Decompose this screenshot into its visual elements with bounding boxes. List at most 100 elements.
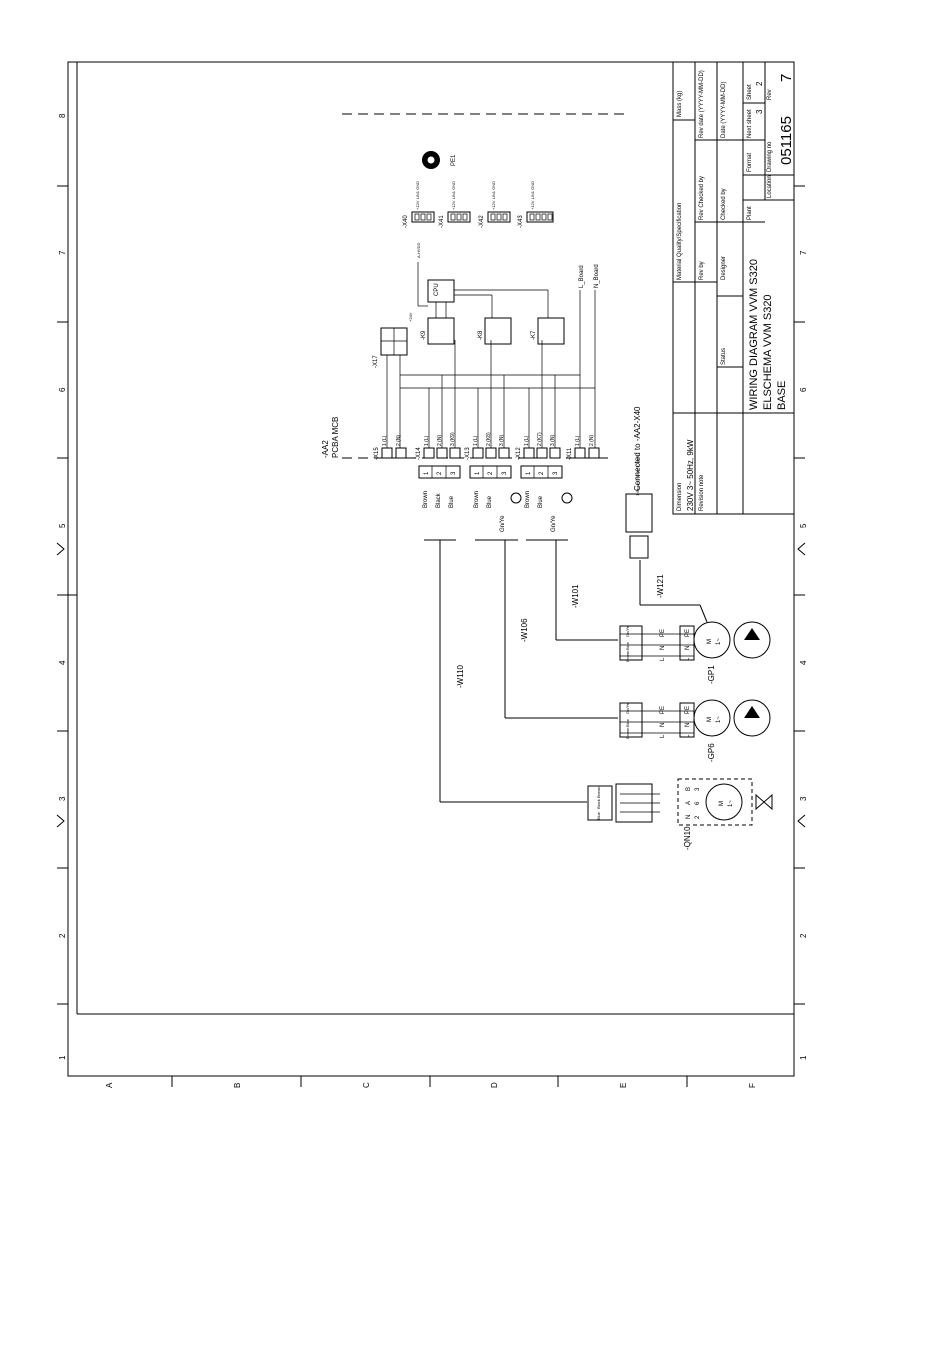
ground-icon [510,492,522,504]
board-subtitle-text: PCBA MCB [331,417,340,458]
x43-label: -X43 [518,215,524,228]
row-label-3r: 3 [799,796,808,801]
revision-number: 7 [778,74,795,82]
devices-t-pe-text: PE [660,629,666,637]
row-number-labels: 8 7 6 5 4 3 2 1 7 6 5 4 3 2 1 [58,113,808,1060]
outer-frame [67,61,795,1077]
right-row-ticks [794,185,805,1005]
wiring-pin2-text: 2 [437,471,443,475]
rev-date-label: Rev date (YYYY-MM-DD) [699,70,705,138]
devices-t-n-text: N [660,723,666,727]
w110-blue: Blue [449,495,455,508]
wiring-grn-ye-text: Gn/Ye [625,702,630,714]
w101-brown: Brown [525,491,531,508]
x15-t1: 1 (L) [382,435,388,446]
format-label: Format [747,153,753,172]
devices-motor-text: M [707,639,713,644]
x40-pins: +12V LIN1 GND [415,181,420,210]
rev-label: Rev [767,89,773,100]
left-center-arrow-lower [56,814,65,828]
wiring-pin1-text: 1 [424,471,430,475]
next-sheet-label: Next sheet [747,109,753,138]
devices-t-l-text: L [660,657,666,661]
w101-blue: Blue [538,495,544,508]
x14-t2: 2 (N) [437,435,443,446]
devices-t-n-text: N [685,646,691,650]
wiring-pin2-text: 2 [488,471,494,475]
board-supply-lines: L_Board N_Board [400,264,600,448]
devices-t-l-text: L [685,734,691,738]
gp6-pump: M 1~ PE N L PE N L Gn/Ye Blue Brown -GP6 [619,699,771,762]
col-label-c: C [362,1082,371,1088]
x42-label: -X42 [479,215,485,228]
devices-t-n-text: N [685,723,691,727]
wiring-pin1-text: 1 [526,471,532,475]
sheet-value: 2 [755,81,764,86]
wiring-brown-text: Brown [625,651,630,662]
wiring-blue-text: Blue [596,811,601,820]
relay-k9-label: -K9 [421,330,427,340]
w110-brown: Brown [423,491,429,508]
next-sheet-value: 3 [755,109,764,114]
w101-gnye: Gn/Ye [551,515,557,532]
designer-label: Designer [721,256,727,280]
w106-gnye: Gn/Ye [500,515,506,532]
rev-checked-label: Rev Checked by [699,176,705,220]
relay-k8-label: -K8 [478,330,484,340]
devices-valve-a-text: A [686,801,692,805]
devices-t-pe-text: PE [660,706,666,714]
x12-t3: 3 (N) [550,435,556,446]
board-name: -AA2 PCBA MCB [321,417,340,458]
wiring-brown-text: Brown [596,787,601,798]
devices-t-pe-text: PE [685,706,691,714]
x12-t2: 2 (K7) [537,432,543,446]
x13-t2: 2 (K8) [486,432,492,446]
pe1-terminal: PE1 [422,151,457,169]
x11-t1: 1 (L) [575,435,581,446]
x41-pins: +12V LIN1 GND [451,181,456,210]
row-label-2l: 2 [58,933,67,938]
drawing-number: 051165 [778,116,795,165]
w110-label: -W110 [456,664,465,688]
col-label-b: B [233,1083,242,1088]
devices-valve-6-text: 6 [695,801,701,805]
left-row-ticks [57,185,77,1005]
x12-label: -X12 [516,447,522,460]
w106-blue: Blue [487,495,493,508]
plug-headers: 1 2 3 1 2 3 1 2 3 Brown Black Blue Brown… [418,465,573,541]
cpu-block: CPU A-HVDD +24V [408,243,455,322]
row-label-5r: 5 [799,523,808,528]
x13-t1: 1 (L) [473,435,479,446]
title-block: Material Quality/Specification Mass (kg)… [672,61,795,515]
x14-t1: 1 (L) [424,435,430,446]
wiring-grn-ye-text: Gn/Ye [625,625,630,637]
col-label-e: E [619,1083,628,1088]
w101-label: -W101 [571,584,580,608]
devices-motor-text: M [707,717,713,722]
sheet-label: Sheet [747,84,753,100]
row-label-5l: 5 [58,523,67,528]
devices-t-l-text: L [685,657,691,661]
row-label-7r: 7 [799,250,808,255]
w121-pins: 1 Brown 2 Blue 3 Black [635,455,640,496]
row-label-7l: 7 [58,250,67,255]
devices-valve-n-text: N [686,815,692,819]
x11-label: -X11 [567,447,573,460]
x11-t2: 2 (N) [589,435,595,446]
material-label: Material Quality/Specification [677,203,683,280]
devices-valve-3-text: 3 [695,787,701,791]
wiring-pin3-text: 3 [451,471,457,475]
qn10-label: -QN10 [683,826,692,850]
devices-phase-text: 1~ [716,716,722,723]
wiring-pin3-text: 3 [502,471,508,475]
right-center-arrow-lower [797,814,806,828]
x41-label: -X41 [439,215,445,228]
bottom-col-ticks [171,1076,688,1087]
x12-t1: 1 (L) [524,435,530,446]
devices-t-pe-text: PE [685,629,691,637]
gp6-label: -GP6 [707,743,716,762]
connector-blocks: -X15 -X14 -X13 -X12 -X11 1 (L) 2 (N) 1 (… [374,340,600,460]
wiring-blue-text: Blue [625,718,630,727]
